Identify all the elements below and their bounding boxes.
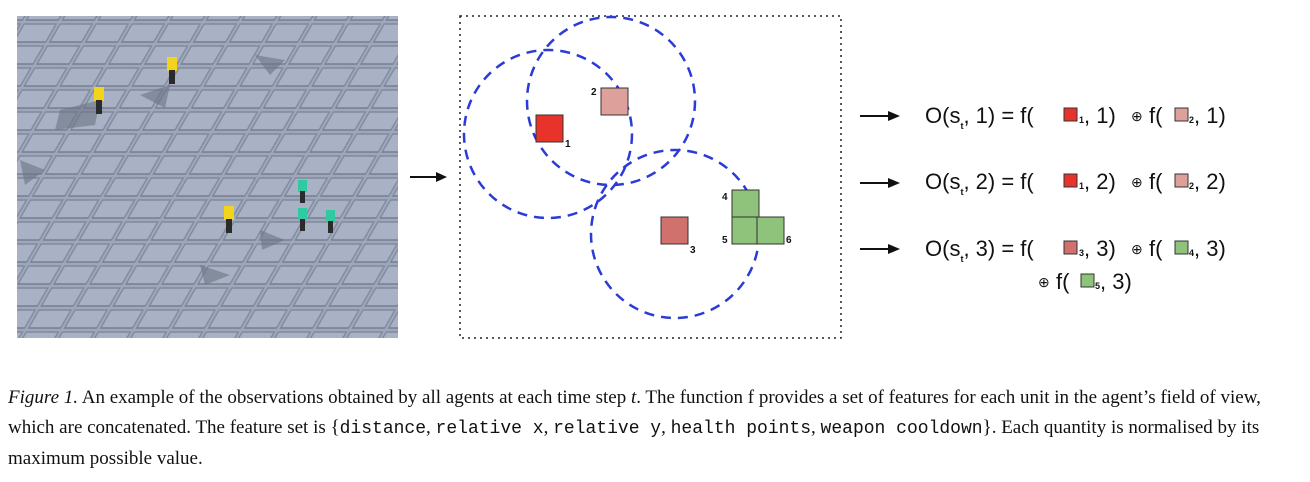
- unit-square-1: [1063, 107, 1078, 122]
- enemy-unit: [298, 180, 307, 203]
- oplus-symbol: ⊕: [1131, 174, 1143, 190]
- svg-text:O(st, 3) = f(: O(st, 3) = f(: [925, 236, 1034, 264]
- unit-square-1: [535, 114, 564, 143]
- unit-label-4: 4: [722, 192, 728, 203]
- unit-square-5: [731, 216, 760, 245]
- view-circle-2: [525, 15, 697, 187]
- unit-label-2: 2: [591, 87, 597, 98]
- svg-text:f(: f(: [1149, 103, 1163, 128]
- oplus-symbol: ⊕: [1038, 274, 1050, 290]
- game-screenshot: [17, 16, 398, 338]
- svg-text:f(: f(: [1149, 236, 1163, 261]
- enemy-unit: [298, 208, 307, 231]
- feature-relative-x: relative x: [435, 419, 544, 439]
- diagram-frame: [459, 15, 842, 339]
- terrain-background: [17, 16, 398, 338]
- svg-text:3, 3): 3, 3): [1079, 236, 1116, 261]
- svg-text:O(st, 1) = f(: O(st, 1) = f(: [925, 103, 1034, 131]
- ally-unit: [224, 206, 234, 233]
- unit-label-5: 5: [722, 235, 728, 246]
- unit-label-3: 3: [690, 245, 696, 256]
- ally-unit: [94, 87, 104, 114]
- unit-label-6: 6: [786, 235, 792, 246]
- svg-text:4, 3): 4, 3): [1189, 236, 1226, 261]
- arrow-right-icon: [860, 178, 900, 188]
- enemy-unit: [326, 210, 335, 233]
- svg-text:f(: f(: [1056, 269, 1070, 294]
- figure-label: Figure 1.: [8, 387, 79, 408]
- ally-unit: [167, 57, 177, 84]
- equation-3: O(st, 3) = f( 3, 3) ⊕ f( 4, 3) ⊕ f( 5, 3…: [925, 236, 1226, 294]
- svg-text:1, 2): 1, 2): [1079, 169, 1116, 194]
- oplus-symbol: ⊕: [1131, 241, 1143, 257]
- unit-square-6: [756, 216, 785, 245]
- arrow-right-icon: [860, 111, 900, 121]
- feature-distance: distance: [339, 419, 427, 439]
- feature-weapon-cooldown: weapon cooldown: [820, 419, 983, 439]
- svg-text:f(: f(: [1149, 169, 1163, 194]
- unit-square-4: [1174, 240, 1189, 255]
- unit-label-1: 1: [565, 139, 571, 150]
- svg-text:2, 1): 2, 1): [1189, 103, 1226, 128]
- unit-square-4: [731, 189, 760, 218]
- unit-square-2: [1174, 107, 1189, 122]
- unit-square-1: [1063, 173, 1078, 188]
- unit-square-2: [1174, 173, 1189, 188]
- arrow-right-icon: [860, 244, 900, 254]
- equation-2: O(st, 2) = f( 1, 2) ⊕ f( 2, 2): [925, 169, 1226, 197]
- terrain-cliffs: [20, 55, 285, 285]
- feature-relative-y: relative y: [553, 419, 662, 439]
- arrow-right-icon: [410, 172, 447, 182]
- unit-square-3: [660, 216, 689, 245]
- observation-diagram: 1 2 3 4 5 6: [459, 15, 842, 339]
- figure-diagram: 1 2 3 4 5 6 O(st, 1) = f( 1, 1) ⊕ f( 2, …: [17, 15, 1226, 339]
- unit-square-3: [1063, 240, 1078, 255]
- unit-square-2: [600, 87, 629, 116]
- figure-caption: Figure 1. An example of the observations…: [8, 387, 1261, 469]
- view-circle-1: [462, 48, 634, 220]
- svg-text:2, 2): 2, 2): [1189, 169, 1226, 194]
- feature-health-points: health points: [670, 419, 812, 439]
- svg-text:1, 1): 1, 1): [1079, 103, 1116, 128]
- unit-square-5: [1080, 273, 1095, 288]
- svg-text:5, 3): 5, 3): [1095, 269, 1132, 294]
- equation-1: O(st, 1) = f( 1, 1) ⊕ f( 2, 1): [925, 103, 1226, 131]
- oplus-symbol: ⊕: [1131, 108, 1143, 124]
- svg-text:O(st, 2) = f(: O(st, 2) = f(: [925, 169, 1034, 197]
